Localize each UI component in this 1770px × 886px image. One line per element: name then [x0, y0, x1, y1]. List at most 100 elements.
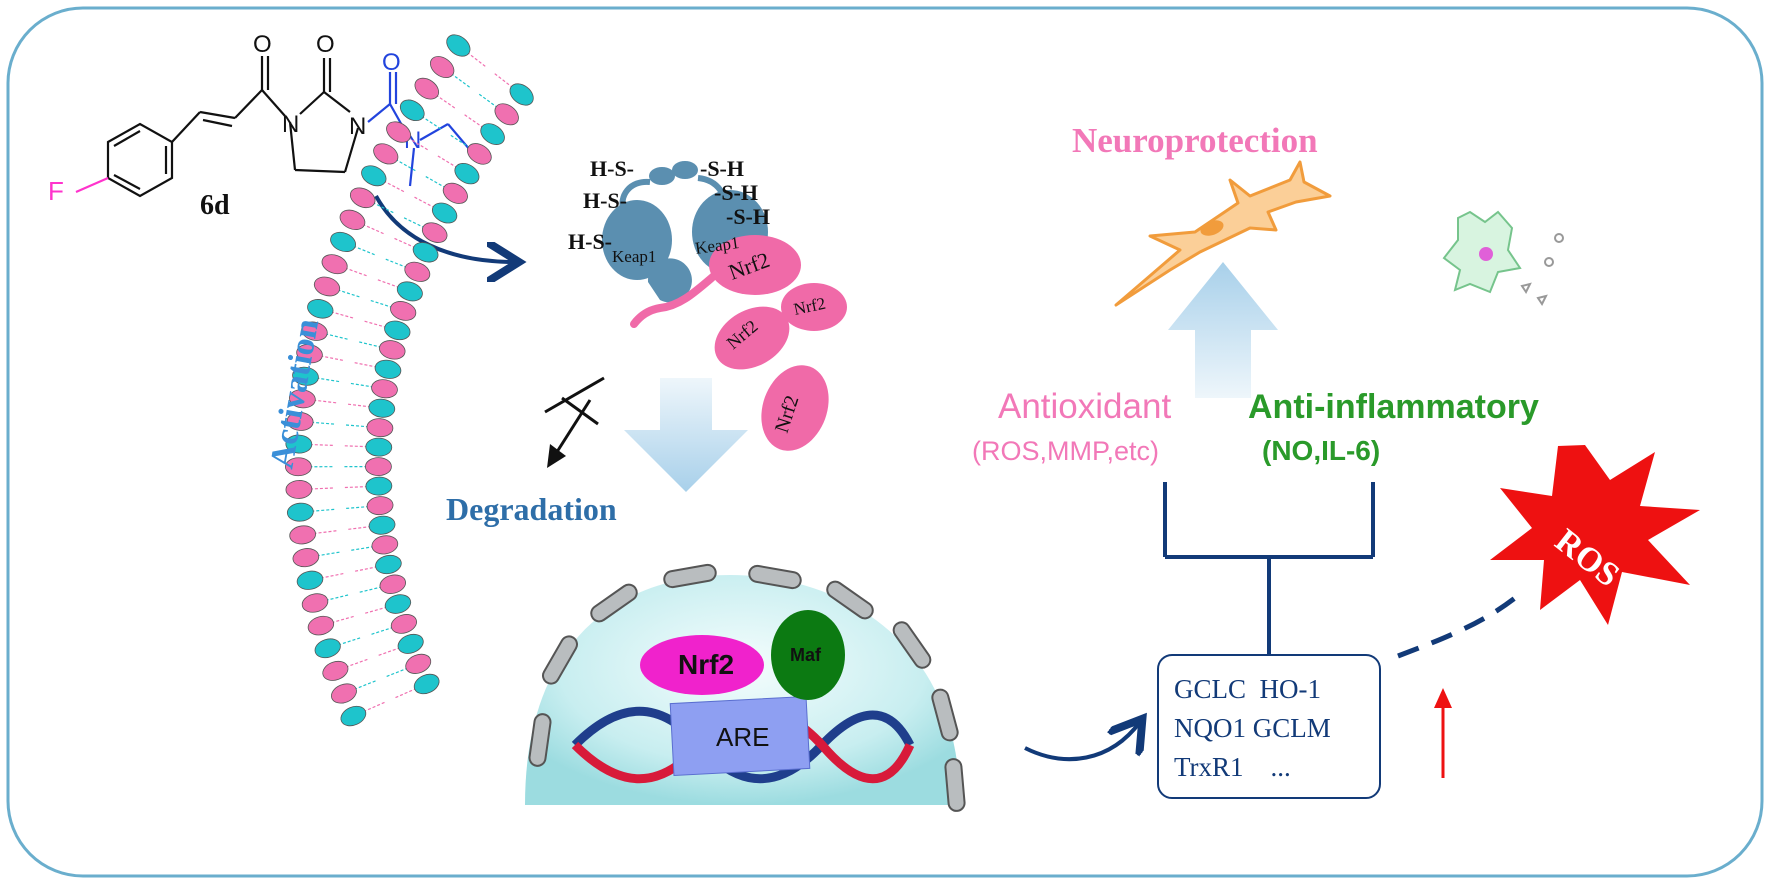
lipid-tail	[312, 399, 337, 404]
lipid-tail	[354, 362, 379, 368]
lipid-head	[404, 261, 431, 282]
degradation-label: Degradation	[446, 491, 617, 527]
lipid-tail	[378, 646, 402, 656]
effects-bracket	[1163, 482, 1375, 655]
lipid-tail	[350, 382, 375, 388]
nrf2-bound-shape	[709, 235, 801, 295]
lipid-head	[339, 209, 366, 230]
lipid-head	[405, 653, 432, 674]
lipid-tail	[324, 332, 348, 340]
lipid-head	[446, 34, 471, 57]
compound-label: 6d	[200, 190, 230, 221]
lipid-head	[397, 633, 424, 654]
nrf2-nuclear-label: Nrf2	[678, 649, 734, 680]
lipid-head	[371, 379, 398, 399]
lipid-head	[413, 673, 440, 695]
lipid-head	[285, 480, 313, 499]
lipid-tail	[414, 196, 437, 209]
nitrogen-label-2: N	[349, 113, 366, 140]
nrf2-nuclear-shape	[640, 635, 764, 695]
nitrogen-label-1: N	[282, 111, 299, 138]
lipid-head	[412, 242, 439, 263]
lipid-tail	[310, 508, 335, 512]
lipid-head	[286, 411, 314, 431]
lipid-tail	[425, 176, 447, 189]
antiinflammatory-label: Anti-inflammatory	[1248, 388, 1539, 426]
lipid-tail	[315, 377, 340, 383]
lipid-tail	[382, 179, 405, 193]
lipid-head	[322, 660, 349, 681]
lipid-head	[431, 202, 458, 224]
lipid-head	[384, 594, 412, 614]
genes-row-1: GCLC HO-1	[1174, 674, 1321, 704]
lipid-tail	[371, 626, 395, 635]
antioxidant-detail: (ROS,MMP,etc)	[972, 436, 1159, 466]
lipid-tail	[336, 288, 360, 298]
lipid-head	[286, 502, 314, 522]
lipid-tail	[310, 421, 335, 425]
antioxidant-label: Antioxidant	[998, 387, 1171, 426]
lipid-tail	[352, 680, 376, 691]
lipid-head	[466, 143, 492, 165]
lipid-tail	[394, 158, 416, 172]
lipid-head	[361, 165, 387, 187]
gene-expression-arrow	[1024, 722, 1140, 762]
oxygen-label-2: O	[316, 31, 335, 58]
maf-label: Maf	[790, 645, 822, 665]
lipid-head	[330, 231, 357, 253]
lipid-tail	[346, 505, 371, 510]
lipid-head	[289, 389, 316, 409]
lipid-head	[371, 535, 399, 555]
genes-row-3: TrxR1 ...	[1174, 752, 1291, 782]
damaged-cell	[1442, 210, 1564, 306]
blocked-degradation-arrow	[544, 376, 605, 468]
genes-row-2: NQO1 GCLM	[1174, 713, 1331, 743]
lipid-tail	[370, 299, 394, 309]
lipid-head	[289, 525, 316, 545]
lipid-head	[296, 344, 323, 364]
free-nrf2-3: Nrf2	[761, 365, 829, 451]
lipid-head	[340, 705, 367, 727]
sh-label-2: H-S-	[583, 188, 627, 213]
lipid-head	[509, 83, 534, 106]
lipid-head	[292, 548, 320, 568]
lipid-tail	[347, 403, 372, 408]
keap1-left-label: Keap1	[612, 247, 656, 266]
sh-label-4: -S-H	[700, 156, 744, 181]
lipid-tail	[330, 615, 354, 624]
lipid-tail	[344, 485, 369, 489]
lipid-tail	[348, 525, 373, 530]
lipid-head	[313, 276, 341, 297]
keap1-left-shape	[602, 200, 672, 280]
lipid-membrane	[285, 34, 534, 727]
oxygen-label-3: O	[382, 49, 401, 76]
lipid-head	[379, 574, 406, 594]
maf-shape	[771, 610, 845, 700]
lipid-head	[285, 457, 312, 477]
lipid-tail	[450, 134, 472, 149]
lipid-tail	[406, 136, 428, 151]
lipid-head	[494, 103, 519, 126]
lipid-tail	[351, 545, 376, 551]
lipid-tail	[449, 72, 470, 88]
lipid-tail	[385, 258, 409, 269]
lipid-head	[368, 515, 396, 535]
lipid-tail	[315, 551, 340, 557]
lipid-head	[442, 182, 468, 204]
lipid-head	[390, 301, 417, 321]
lipid-tail	[434, 93, 456, 109]
lipid-head	[480, 123, 505, 145]
compound-structure	[75, 56, 471, 198]
lipid-tail	[319, 355, 343, 361]
lipid-tail	[359, 341, 383, 349]
lipid-tail	[494, 73, 515, 89]
ros-increase-arrow	[1434, 688, 1452, 778]
lipid-tail	[364, 320, 388, 329]
lipid-head	[301, 593, 329, 613]
lipid-head	[390, 614, 417, 634]
lipid-tail	[362, 701, 385, 713]
lipid-tail	[354, 565, 379, 572]
lipid-tail	[344, 658, 368, 669]
lipid-head	[373, 143, 399, 165]
